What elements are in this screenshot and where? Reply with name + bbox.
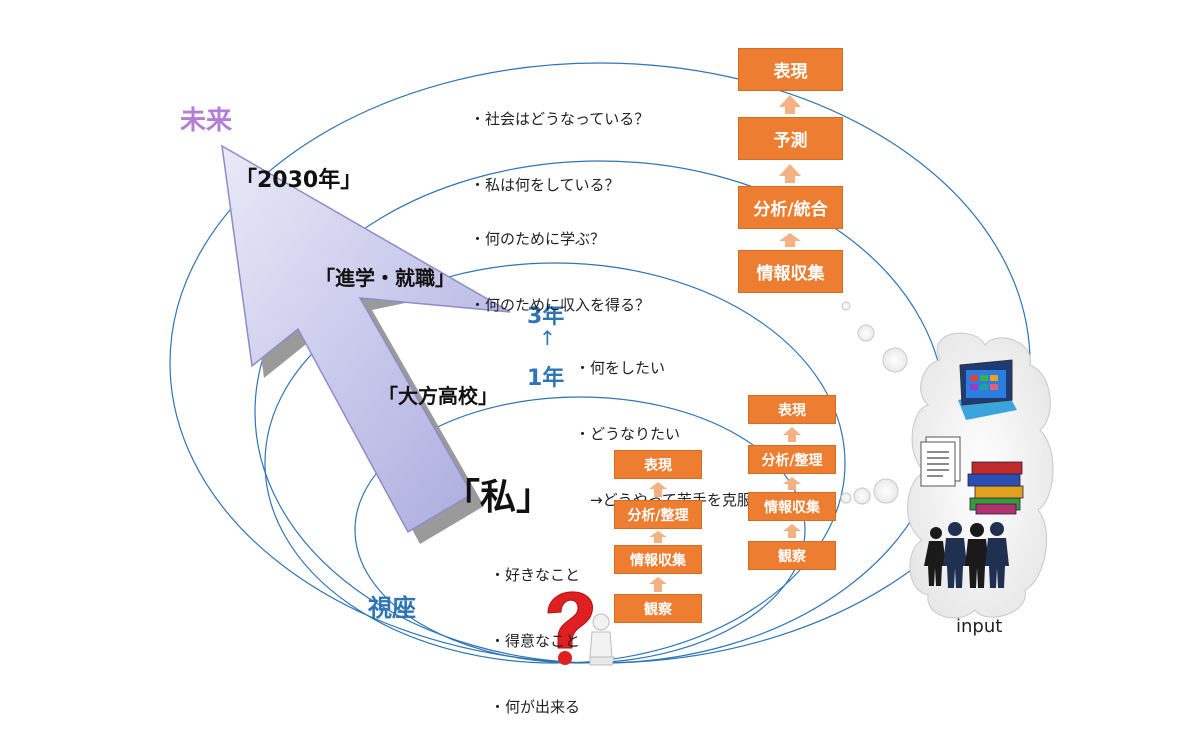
process-box: 表現 [748, 395, 836, 424]
process-box: 分析/整理 [614, 500, 702, 529]
up-arrow-icon [783, 477, 801, 490]
ellipse-me [354, 396, 806, 664]
label-viewpoint: 視座 [368, 594, 416, 622]
up-arrow-icon [649, 531, 667, 543]
process-box: 分析/整理 [748, 445, 836, 474]
question-item: ・好きなこと [490, 566, 581, 584]
question-item: ・何が出来る [490, 698, 581, 716]
process-box: 情報収集 [738, 250, 843, 293]
thought-bubble [841, 301, 851, 311]
thought-bubble [853, 487, 871, 505]
books-icon [967, 461, 1024, 515]
process-box: 予測 [738, 117, 843, 160]
label-input: input [956, 616, 1003, 637]
tablet-icon [958, 359, 1017, 420]
document-icon [920, 436, 961, 487]
process-box: 情報収集 [748, 492, 836, 521]
ellipse-school [264, 262, 846, 664]
process-box: 表現 [614, 450, 702, 479]
process-box: 観察 [748, 541, 836, 570]
thought-bubble [873, 478, 899, 504]
process-box: 観察 [614, 594, 702, 623]
thought-bubble [857, 324, 875, 342]
label-future: 未来 [180, 106, 233, 136]
diagram-canvas [169, 62, 1054, 666]
up-arrow-icon [783, 427, 801, 442]
label-career: 「進学・就職」 [315, 266, 455, 290]
label-up-arrow: ↑ [539, 326, 556, 350]
label-school: 「大方高校」 [378, 384, 498, 408]
up-arrow-icon [649, 482, 667, 497]
up-arrow-icon [779, 164, 801, 183]
up-arrow-icon [779, 95, 801, 114]
thought-bubble [882, 347, 908, 373]
question-item: ・何のために収入を得る？ [470, 296, 651, 314]
up-arrow-icon [779, 233, 801, 247]
label-year3: 3年 [527, 304, 565, 329]
questions-career: ・何のために学ぶ？ ・何のために収入を得る？ [470, 184, 650, 338]
label-2030: 「2030年」 [235, 168, 363, 193]
process-box: 表現 [738, 48, 843, 91]
question-item: ・何をしたい [575, 359, 666, 377]
people-icon [924, 522, 1009, 588]
question-item: ・社会はどうなっている？ [470, 110, 650, 128]
question-item: ・私は何をしている？ [470, 176, 620, 194]
label-me: 「私」 [444, 477, 553, 518]
up-arrow-icon [649, 577, 667, 592]
growth-arrow [221, 144, 511, 534]
questions-outer: ・社会はどうなっている？ ・私は何をしている？ [470, 64, 649, 218]
question-item: ・何のために学ぶ？ [470, 230, 606, 248]
label-year1: 1年 [527, 366, 565, 391]
question-item: ・得意なこと [490, 632, 581, 650]
stack-arrows [649, 95, 801, 592]
question-figure-icon [547, 591, 615, 666]
process-box: 情報収集 [614, 545, 702, 574]
question-item: ・どうなりたい [575, 425, 681, 443]
up-arrow-icon [783, 524, 801, 538]
process-box: 分析/統合 [738, 186, 843, 229]
thought-bubble [840, 492, 852, 504]
